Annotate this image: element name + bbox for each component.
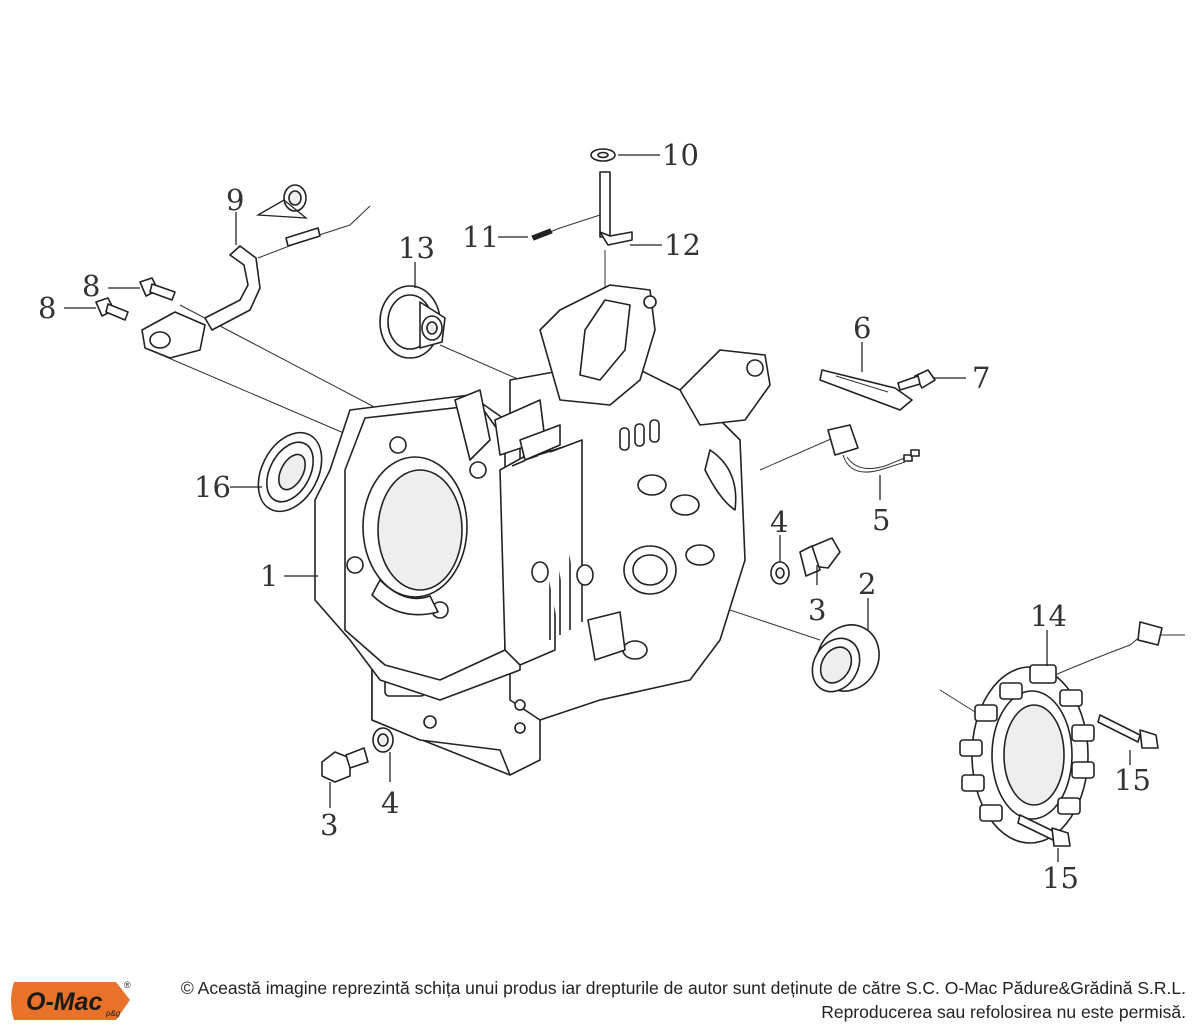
callout-8-lower: 8 xyxy=(38,291,56,325)
oil-fill-tube xyxy=(141,184,371,359)
callout-14: 14 xyxy=(1030,599,1067,633)
callout-4-bottom: 4 xyxy=(381,786,399,820)
footer: O-Mac p&g ® © Această imagine reprezintă… xyxy=(0,968,1200,1030)
copyright-notice: © Această imagine reprezintă schița unui… xyxy=(180,978,1186,998)
callout-3-bottom: 3 xyxy=(320,808,338,842)
callout-4-right: 4 xyxy=(770,505,788,539)
callout-15-lower: 15 xyxy=(1042,861,1079,895)
callout-7: 7 xyxy=(972,361,990,395)
stator-bolt-upper xyxy=(1097,714,1159,749)
callout-16: 16 xyxy=(194,470,231,504)
bracket xyxy=(819,369,913,411)
reproduction-notice: Reproducerea sau refolosirea nu este per… xyxy=(821,1002,1186,1022)
callout-1: 1 xyxy=(260,559,278,593)
bolt-8-lower xyxy=(95,297,129,321)
ignition-stator xyxy=(959,621,1163,844)
callout-9: 9 xyxy=(226,183,244,217)
governor-gear xyxy=(379,285,446,359)
drain-plug-bottom xyxy=(321,727,394,783)
svg-text:O-Mac: O-Mac xyxy=(26,988,103,1016)
callout-15-upper: 15 xyxy=(1114,763,1151,797)
drain-plug-right xyxy=(770,537,841,585)
callout-11: 11 xyxy=(462,220,499,254)
o-mac-logo: O-Mac p&g ® xyxy=(11,980,131,1020)
callout-3-right: 3 xyxy=(808,593,826,627)
oil-sensor xyxy=(827,424,920,473)
oil-seal xyxy=(811,624,880,693)
exploded-parts-diagram: 1 2 3 3 4 4 5 6 7 8 8 9 10 11 12 13 14 1… xyxy=(38,138,1185,895)
callout-8-upper: 8 xyxy=(82,269,100,303)
callout-12: 12 xyxy=(664,228,701,262)
callout-13: 13 xyxy=(398,231,435,265)
callout-2: 2 xyxy=(858,567,876,601)
callout-numbers: 1 2 3 3 4 4 5 6 7 8 8 9 10 11 12 13 14 1… xyxy=(38,138,1151,895)
governor-shaft xyxy=(531,148,633,246)
stator-bolt-lower xyxy=(1017,814,1071,847)
svg-text:®: ® xyxy=(124,980,131,990)
callout-6: 6 xyxy=(853,311,871,345)
callout-10: 10 xyxy=(662,138,699,172)
crankcase-block xyxy=(314,284,771,776)
callout-leaders xyxy=(64,154,1131,862)
screw-7 xyxy=(897,369,936,391)
svg-text:p&g: p&g xyxy=(105,1009,121,1018)
callout-5: 5 xyxy=(872,503,890,537)
ball-bearing xyxy=(257,431,323,513)
bolt-8-upper xyxy=(139,277,176,301)
